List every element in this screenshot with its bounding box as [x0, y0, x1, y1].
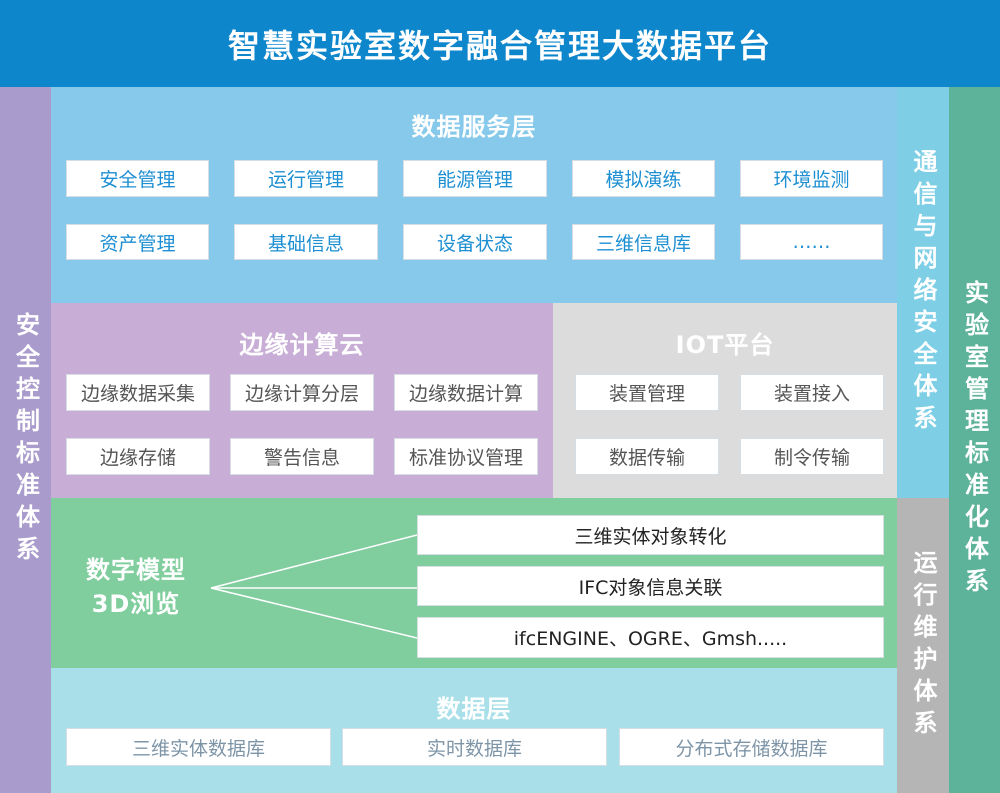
- edge-item: 标准协议管理: [394, 438, 538, 475]
- edge-item: 边缘数据计算: [394, 374, 538, 411]
- edge-computing-cloud: 边缘计算云 边缘数据采集 边缘计算分层 边缘数据计算 边缘存储 警告信息 标准协…: [51, 303, 553, 498]
- data-layer-title: 数据层: [436, 695, 512, 723]
- iot-platform: IOT平台 装置管理 装置接入 数据传输 制令传输: [553, 303, 897, 498]
- iot-item: 数据传输: [575, 438, 719, 475]
- connector-lines: [210, 534, 418, 639]
- lab-management-standard-label: 实验室管理标准化体系: [960, 280, 989, 600]
- iot-item: 制令传输: [740, 438, 884, 475]
- edge-item: 警告信息: [230, 438, 374, 475]
- digital-model-title: 数字模型 3D浏览: [61, 553, 211, 621]
- service-item: 环境监测: [740, 160, 883, 197]
- ops-maintenance-label: 运行维护体系: [909, 549, 937, 742]
- service-item: 安全管理: [66, 160, 209, 197]
- security-control-standard-label: 安全控制标准体系: [11, 312, 40, 568]
- service-item: 基础信息: [234, 224, 378, 260]
- data-item: 分布式存储数据库: [619, 728, 884, 766]
- service-item: 三维信息库: [572, 224, 715, 260]
- service-item-more: ……: [740, 224, 883, 260]
- model-item: 三维实体对象转化: [417, 515, 884, 555]
- service-item: 设备状态: [403, 224, 547, 260]
- lab-management-standard-bar: 实验室管理标准化体系: [949, 87, 1000, 793]
- service-item: 能源管理: [403, 160, 547, 197]
- data-item: 三维实体数据库: [66, 728, 331, 766]
- edge-computing-cloud-title: 边缘计算云: [239, 331, 365, 359]
- ops-maintenance-bar: 运行维护体系: [897, 498, 949, 793]
- network-security-bar: 通信与网络安全体系: [897, 87, 949, 498]
- connector-line: [210, 534, 418, 589]
- security-control-standard-bar: 安全控制标准体系: [0, 87, 51, 793]
- page-title: 智慧实验室数字融合管理大数据平台: [0, 0, 1000, 87]
- digital-model-section: 数字模型 3D浏览 三维实体对象转化 IFC对象信息关联 ifcENGINE、O…: [51, 498, 897, 668]
- edge-item: 边缘数据采集: [66, 374, 210, 411]
- iot-item: 装置管理: [575, 374, 719, 411]
- edge-item: 边缘计算分层: [230, 374, 374, 411]
- service-item: 资产管理: [66, 224, 209, 260]
- digital-model-title-line2: 3D浏览: [91, 590, 181, 618]
- data-service-layer-title: 数据服务层: [411, 113, 537, 141]
- model-item: IFC对象信息关联: [417, 566, 884, 606]
- network-security-label: 通信与网络安全体系: [909, 148, 937, 437]
- service-item: 模拟演练: [572, 160, 715, 197]
- data-layer: 数据层 三维实体数据库 实时数据库 分布式存储数据库: [51, 668, 897, 793]
- data-item: 实时数据库: [342, 728, 607, 766]
- iot-platform-title: IOT平台: [675, 331, 775, 359]
- model-item: ifcENGINE、OGRE、Gmsh.....: [417, 617, 884, 658]
- data-service-layer: 数据服务层 安全管理 运行管理 能源管理 模拟演练 环境监测 资产管理 基础信息…: [51, 87, 897, 303]
- iot-item: 装置接入: [740, 374, 884, 411]
- edge-item: 边缘存储: [66, 438, 210, 475]
- digital-model-title-line1: 数字模型: [86, 556, 186, 584]
- service-item: 运行管理: [234, 160, 378, 197]
- connector-line: [210, 587, 418, 639]
